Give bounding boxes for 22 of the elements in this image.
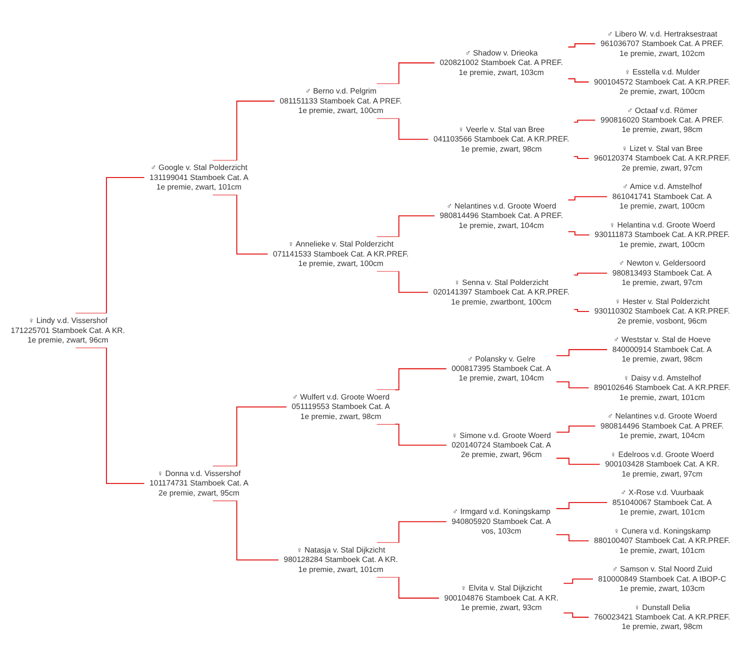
connector: [568, 78, 590, 83]
connector: [568, 196, 608, 201]
connector: [568, 232, 590, 236]
connector: [376, 62, 435, 85]
connector: [212, 101, 276, 162]
connector: [573, 156, 590, 160]
connector: [556, 382, 590, 389]
connector: [573, 120, 596, 124]
connector: [568, 44, 596, 48]
connector: [75, 178, 145, 314]
connector: [556, 426, 596, 434]
connector: [573, 273, 608, 276]
connector: [556, 458, 600, 466]
connector: [563, 579, 594, 584]
connector: [573, 309, 590, 312]
connector: [563, 612, 590, 618]
connector: [556, 534, 590, 542]
connector: [556, 502, 608, 510]
connector: [556, 350, 608, 357]
connector: [376, 216, 435, 238]
connector: [212, 407, 287, 468]
connector: [376, 368, 447, 391]
